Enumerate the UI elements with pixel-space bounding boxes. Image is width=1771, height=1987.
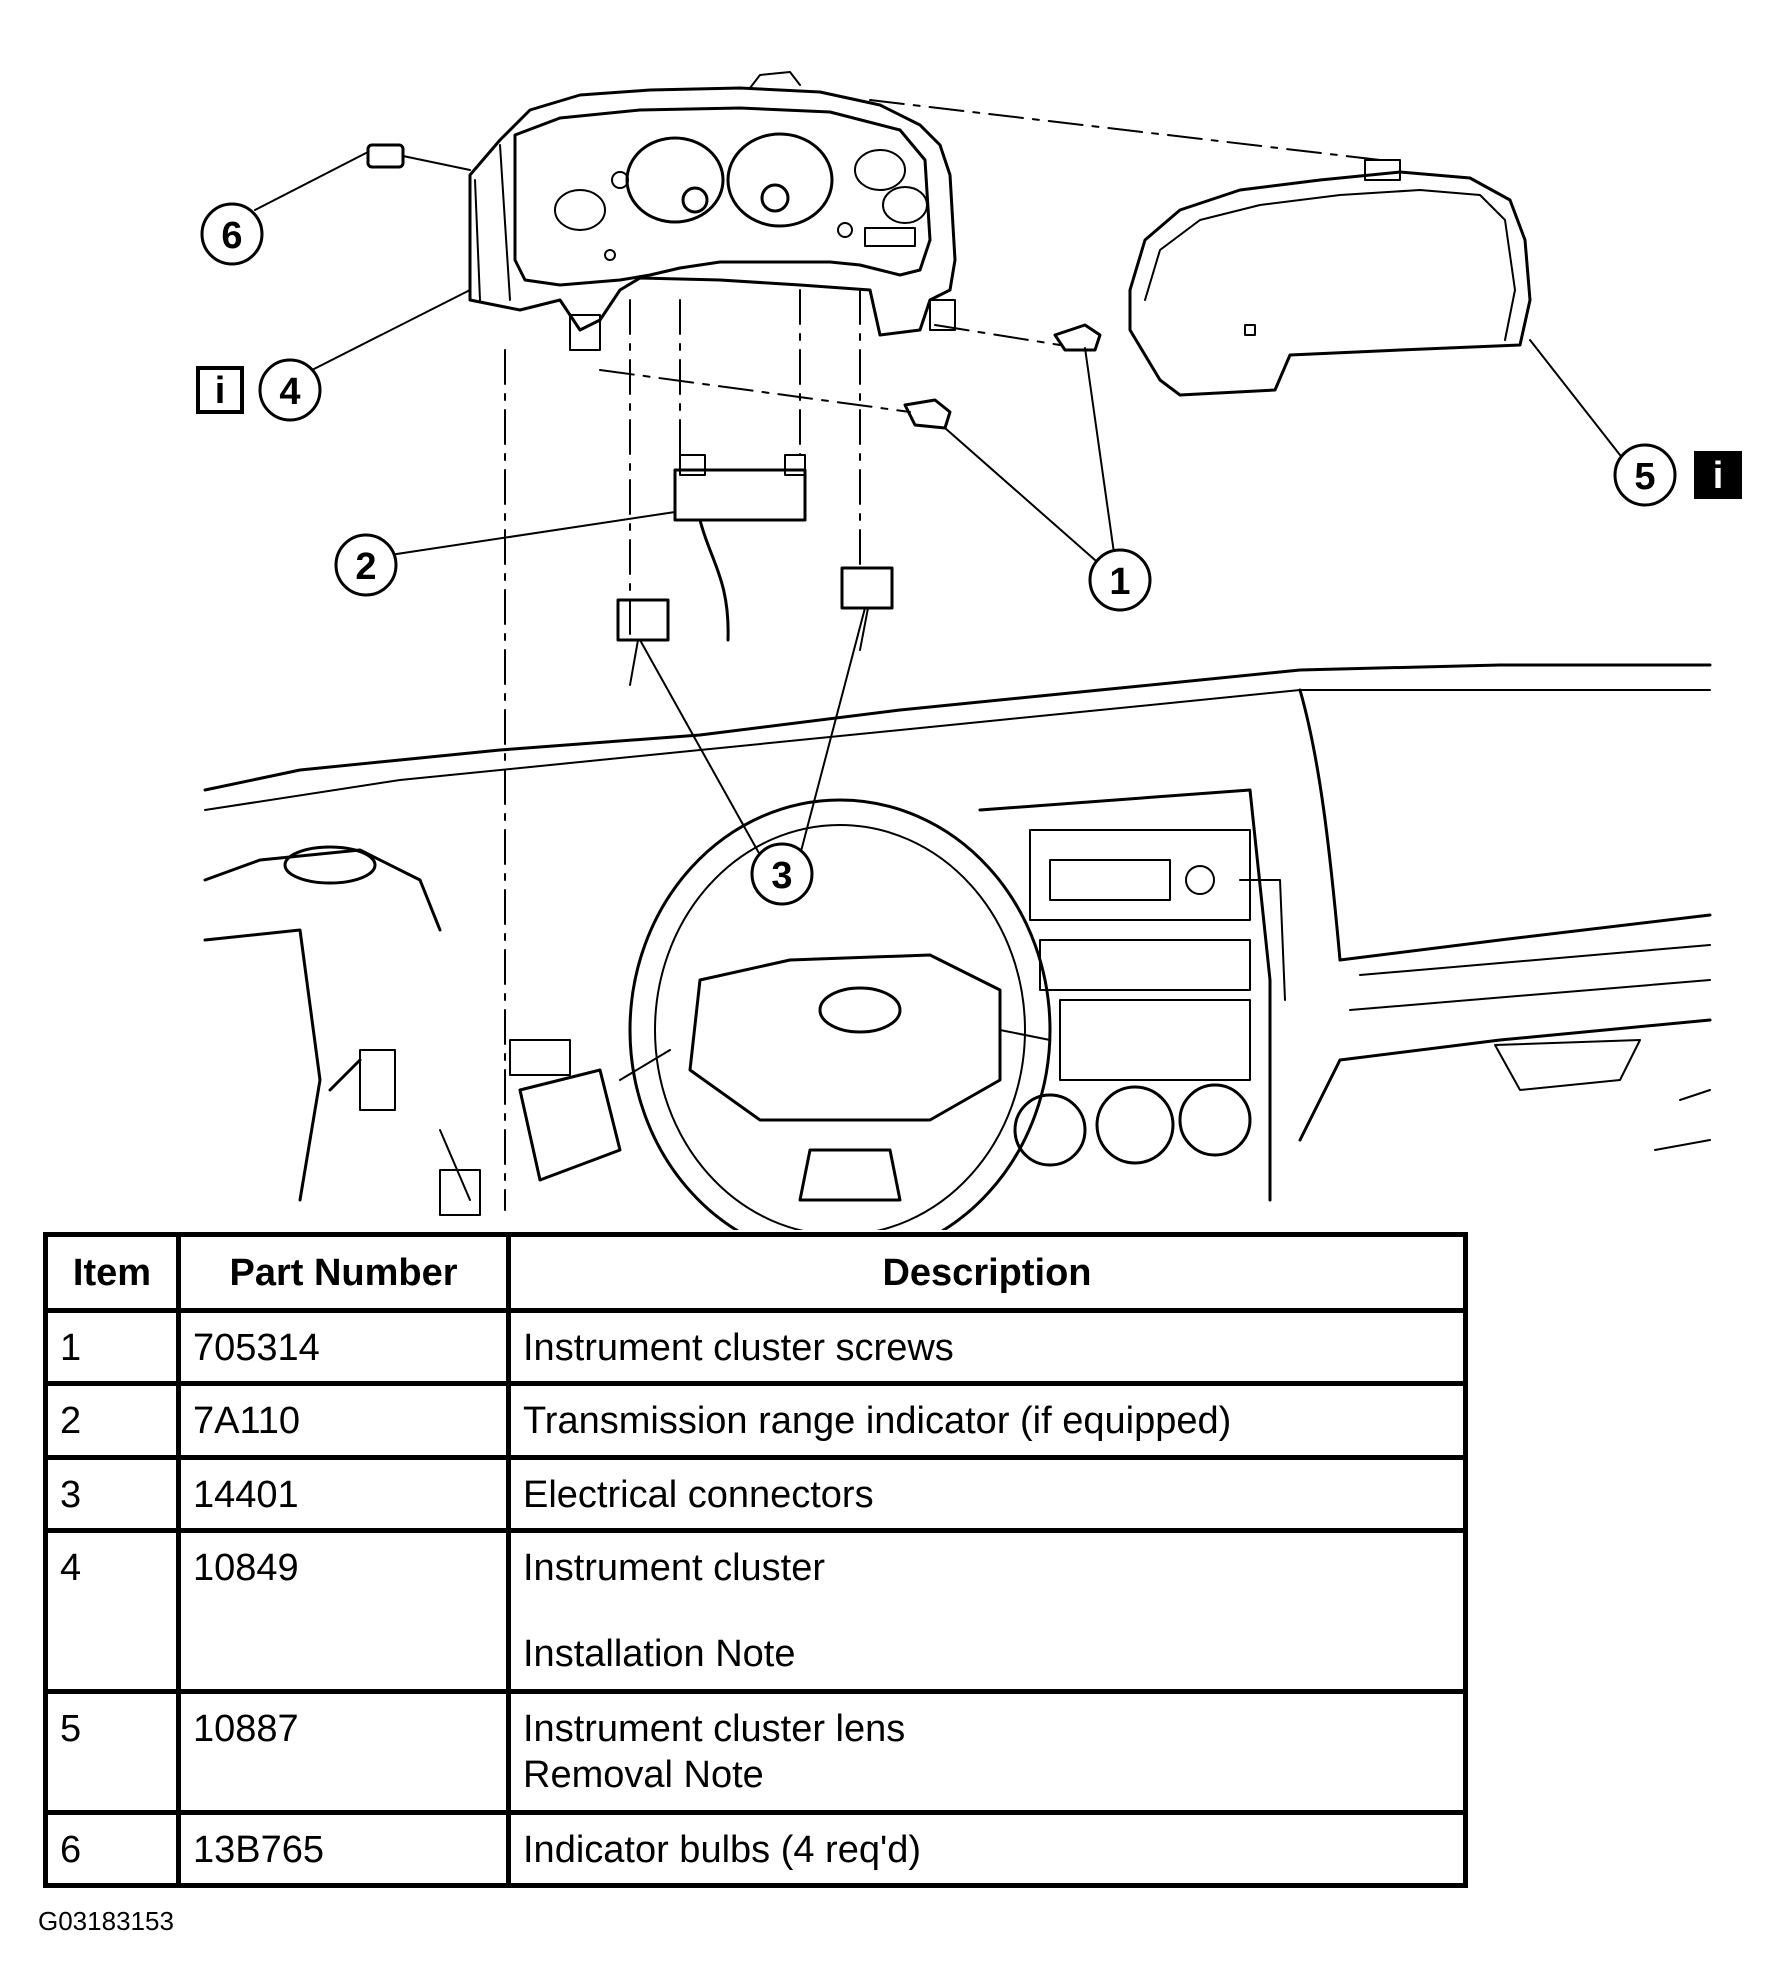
cell-item: 6 [43, 1809, 181, 1889]
svg-text:i: i [215, 370, 226, 412]
cell-description: Electrical connectors [506, 1454, 1468, 1534]
header-part-number: Part Number [176, 1232, 511, 1313]
alignment-lines [504, 99, 1381, 1211]
svg-text:6: 6 [221, 215, 242, 257]
callout-1: 1 [1088, 548, 1152, 612]
instrument-cluster [468, 71, 957, 351]
callout-6: 6 [200, 202, 264, 266]
cell-description: Instrument cluster screws [506, 1307, 1468, 1387]
table-row: 5 10887 Instrument cluster lens Removal … [43, 1689, 1468, 1815]
header-item: Item [43, 1232, 181, 1313]
cell-part-number: 14401 [176, 1454, 511, 1534]
cell-description: Transmission range indicator (if equippe… [506, 1381, 1468, 1460]
cell-description: Instrument cluster lens Removal Note [506, 1689, 1468, 1815]
info-icon-outlined: i [196, 366, 244, 414]
cell-item: 2 [43, 1381, 181, 1460]
dashboard [203, 663, 1712, 1230]
table-header-row: Item Part Number Description [43, 1232, 1468, 1313]
figure-id: G03183153 [38, 1906, 174, 1936]
svg-text:1: 1 [1109, 561, 1130, 603]
callout-2: 2 [334, 533, 398, 597]
cell-item: 4 [43, 1528, 181, 1695]
table-row: 3 14401 Electrical connectors [43, 1454, 1468, 1534]
cell-description: Indicator bulbs (4 req'd) [506, 1809, 1468, 1889]
cell-part-number: 10887 [176, 1689, 511, 1815]
table-row: 4 10849 Instrument cluster Installation … [43, 1528, 1468, 1695]
svg-text:2: 2 [355, 546, 376, 588]
table-row: 1 705314 Instrument cluster screws [43, 1307, 1468, 1387]
cell-part-number: 13B765 [176, 1809, 511, 1889]
cluster-screws [903, 323, 1102, 430]
electrical-connectors [616, 566, 894, 686]
header-description: Description [506, 1232, 1468, 1313]
callout-4: 4 [258, 358, 322, 422]
table-row: 6 13B765 Indicator bulbs (4 req'd) [43, 1809, 1468, 1889]
svg-text:4: 4 [279, 371, 300, 413]
cell-part-number: 705314 [176, 1307, 511, 1387]
cell-part-number: 10849 [176, 1528, 511, 1695]
cell-item: 1 [43, 1307, 181, 1387]
table-row: 2 7A110 Transmission range indicator (if… [43, 1381, 1468, 1460]
svg-text:i: i [1713, 455, 1724, 497]
svg-text:3: 3 [771, 855, 792, 897]
info-icon-filled: i [1694, 451, 1742, 499]
parts-table: Item Part Number Description 1 705314 In… [43, 1232, 1468, 1889]
cell-item: 5 [43, 1689, 181, 1815]
transmission-range-indicator [673, 454, 807, 642]
leader-lines [254, 151, 1621, 856]
callout-3: 3 [750, 842, 814, 906]
removal-note-link[interactable]: Removal Note [523, 1754, 764, 1797]
indicator-bulb [366, 143, 471, 171]
instrument-cluster-lens [1128, 159, 1532, 397]
cell-description: Instrument cluster Installation Note [506, 1528, 1468, 1695]
cell-part-number: 7A110 [176, 1381, 511, 1460]
cell-item: 3 [43, 1454, 181, 1534]
exploded-view-diagram: 6 4 i 2 1 5 i 3 [196, 71, 1742, 1230]
callout-5: 5 [1613, 443, 1677, 507]
installation-note-link[interactable]: Installation Note [523, 1633, 796, 1676]
svg-text:5: 5 [1634, 456, 1655, 498]
